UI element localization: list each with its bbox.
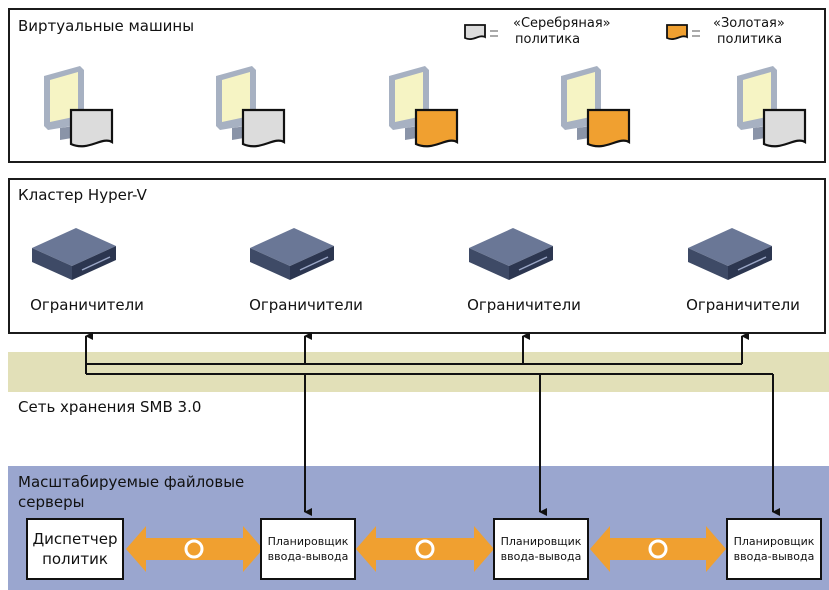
limiter-label-3: Ограничители <box>467 296 581 314</box>
exchange-circle-3 <box>648 539 668 559</box>
server-2-icon <box>250 228 334 280</box>
network-label: Сеть хранения SMB 3.0 <box>18 398 202 416</box>
exchange-arrow-2 <box>356 526 494 572</box>
file-servers-title-line1: Масштабируемые файловые <box>18 473 245 491</box>
hyperv-panel-title: Кластер Hyper-V <box>18 186 147 204</box>
policy-manager-box: Диспетчер политик <box>26 518 124 580</box>
limiter-label-1: Ограничители <box>30 296 144 314</box>
gold-legend-icon <box>666 24 700 41</box>
vm-4-icon <box>561 66 631 148</box>
io-scheduler-3-line2: ввода-вывода <box>733 550 815 563</box>
server-4-icon <box>688 228 772 280</box>
silver-legend-line1: «Серебряная» <box>513 16 611 31</box>
io-scheduler-2-line1: Планировщик <box>500 535 582 548</box>
gold-legend-label: «Золотая» политика <box>713 16 785 48</box>
vm-5-icon <box>737 66 807 148</box>
silver-legend-icon <box>464 24 498 41</box>
limiter-label-4: Ограничители <box>686 296 800 314</box>
io-scheduler-box-2: Планировщик ввода-вывода <box>493 518 589 580</box>
io-scheduler-1-line1: Планировщик <box>267 535 349 548</box>
exchange-circle-2 <box>415 539 435 559</box>
exchange-arrow-1 <box>126 526 263 572</box>
io-scheduler-1-line2: ввода-вывода <box>267 550 349 563</box>
limiter-label-2: Ограничители <box>249 296 363 314</box>
io-scheduler-box-3: Планировщик ввода-вывода <box>726 518 822 580</box>
policy-manager-line1: Диспетчер <box>32 530 118 548</box>
io-scheduler-2-line2: ввода-вывода <box>500 550 582 563</box>
exchange-arrow-3 <box>590 526 726 572</box>
vm-2-icon <box>216 66 286 148</box>
io-scheduler-box-1: Планировщик ввода-вывода <box>260 518 356 580</box>
policy-manager-line2: политик <box>42 550 108 568</box>
gold-legend-line1: «Золотая» <box>713 16 785 31</box>
gold-legend-line2: политика <box>717 32 783 47</box>
vm-3-icon <box>389 66 459 148</box>
network-band <box>8 352 829 392</box>
silver-legend-line2: политика <box>515 32 581 47</box>
vm-panel-title: Виртуальные машины <box>18 17 195 35</box>
file-servers-title: Масштабируемые файловые серверы <box>18 472 244 512</box>
server-3-icon <box>469 228 553 280</box>
silver-legend-label: «Серебряная» политика <box>513 16 611 48</box>
exchange-circle-1 <box>184 539 204 559</box>
io-scheduler-3-line1: Планировщик <box>733 535 815 548</box>
vm-1-icon <box>44 66 114 148</box>
file-servers-title-line2: серверы <box>18 493 85 511</box>
server-1-icon <box>32 228 116 280</box>
